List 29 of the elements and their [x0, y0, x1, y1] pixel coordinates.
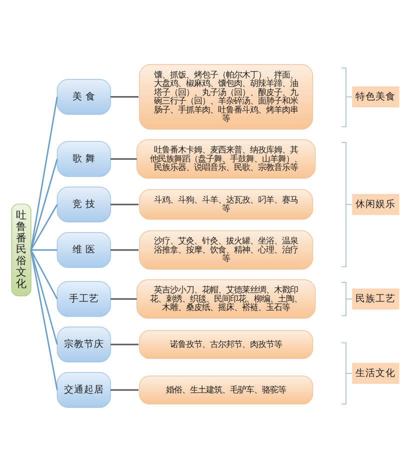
connector: [110, 158, 137, 160]
connector: [30, 96, 58, 250]
node-box: 宗教节庆: [56, 326, 111, 362]
connector: [110, 96, 139, 98]
node-box: 维 医: [56, 232, 111, 268]
connector: [30, 158, 58, 250]
node-box: 沙疗、艾灸、针灸、拔火罐、坐浴、温泉浴推拿、按摩、饮食、精神、心理、治疗等: [139, 230, 314, 270]
node-box: 馕、抓饭、烤包子（帕尔木丁）、拌面、大盘鸡、椒麻鸡、馕包肉、胡辣羊蹄、油塔子（回）、丸子汤（回）、酿皮子、九碗三行子（回）、羊杂碎汤、面肺子和米肠子、手抓羊肉、吐鲁番斗鸡、烤羊肉串等: [139, 64, 314, 130]
connector: [110, 249, 139, 251]
connector: [30, 250, 58, 345]
connector: [110, 389, 139, 391]
node-box: 斗鸡、斗狗、斗羊、达瓦孜、叼羊、赛马等: [139, 189, 314, 220]
node-box: 交通起居: [56, 372, 111, 408]
connector: [30, 250, 58, 390]
node-box: 吐鲁番民俗文化: [11, 204, 32, 296]
connector: [110, 204, 139, 206]
connector: [30, 204, 58, 250]
node-box: 美 食: [56, 79, 111, 115]
node-box: 诺鲁孜节、古尔邦节、肉孜节等: [139, 330, 314, 359]
node-box: 歌 舞: [56, 141, 111, 177]
node-box: 英吉沙小刀、花帽、艾德莱丝绸、木戳印花、刺绣、织毯、民间印花、柳编、土陶、木雕、桑皮纸、摇床、褡裢、玉石等: [136, 279, 316, 319]
connector: [110, 344, 139, 346]
node-box: 吐鲁番木卡姆、麦西来普、纳孜库姆、其他民族舞蹈（盘子舞、手鼓舞、山羊舞）、民族乐器、说唱音乐、民歌、宗教音乐等: [136, 139, 316, 179]
connector: [30, 249, 58, 251]
connector: [30, 250, 58, 300]
connector: [110, 298, 137, 300]
node-box: 婚俗、生土建筑、毛驴车、骆驼等: [139, 376, 314, 404]
node-box: 手工艺: [56, 281, 111, 317]
node-box: 竞 技: [56, 186, 111, 222]
